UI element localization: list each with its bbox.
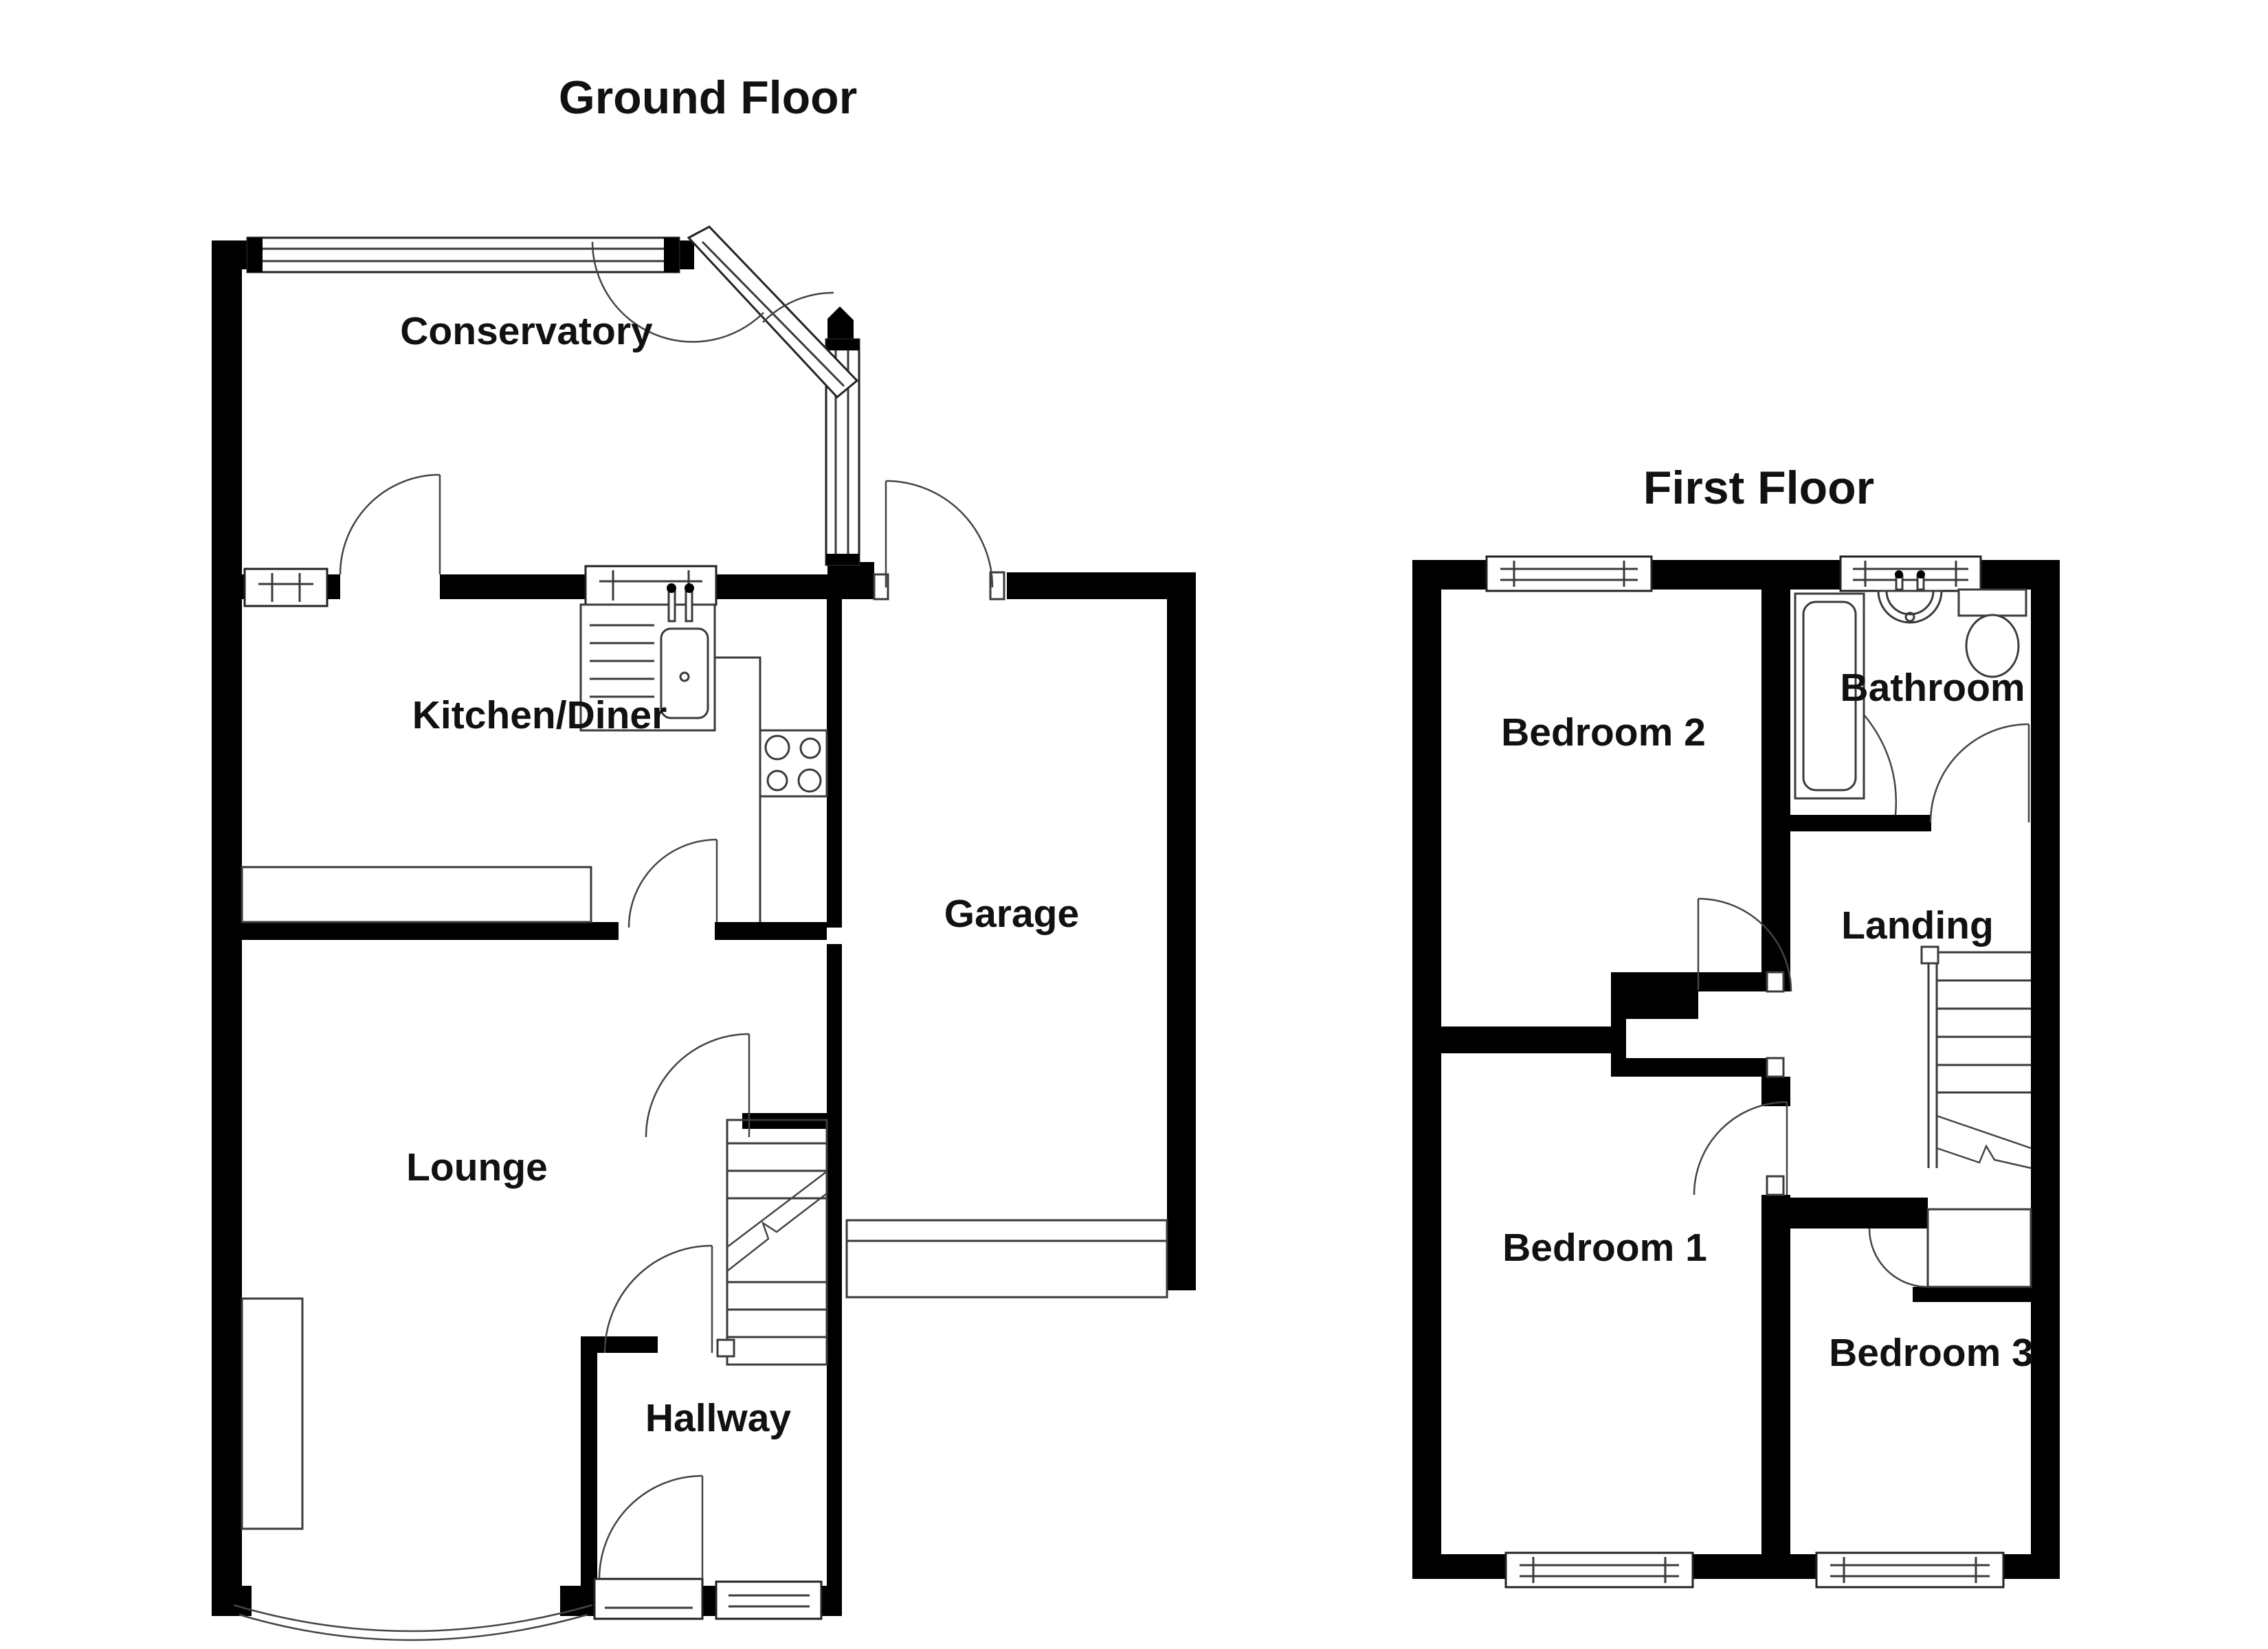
kitchen-fixtures [241,583,828,923]
ground-floor-plan: Ground Floor Conservatory Kitchen/Diner … [212,71,1196,1641]
worktop-icon [241,656,761,923]
cupboard-icon [1766,971,1785,1078]
kitchen-small-window-icon [243,568,329,607]
basin-icon [1877,570,1943,624]
first-floor-title: First Floor [1643,462,1874,514]
conservatory-top-window-icon [246,236,680,273]
garage-door-icon [845,1219,1168,1299]
room-label-bedroom2: Bedroom 2 [1501,710,1706,754]
room-label-conservatory: Conservatory [400,309,653,353]
shower-screen-icon [1863,714,1897,816]
ground-doors [339,241,1005,1620]
kitchen-sink-icon [579,583,716,732]
garage-side-door-icon [873,480,1005,601]
bedroom1-window-icon [1504,1551,1694,1589]
first-windows [1485,555,2005,1589]
room-label-bedroom1: Bedroom 1 [1502,1226,1707,1270]
room-label-bedroom3: Bedroom 3 [1829,1331,2034,1375]
bedroom2-window-icon [1485,555,1653,592]
front-door-icon [593,1474,704,1620]
bathroom-fixtures [1794,570,2027,816]
understairs-door-icon [645,1033,751,1138]
ground-staircase [716,1119,828,1366]
conservatory-kitchen-door-icon [339,473,441,575]
french-doors-icon [591,241,834,343]
bedroom3-window-icon [1815,1551,2005,1589]
kitchen-lounge-door-icon [627,838,718,928]
kitchen-sink-window-icon [584,565,718,606]
conservatory-diagonal-panel-icon [687,225,859,399]
bedroom3-door-icon [1868,1228,1929,1288]
hob-icon [759,729,828,798]
bathroom-door-icon [1929,723,2030,823]
room-label-bathroom: Bathroom [1840,666,2025,710]
room-label-kitchen-diner: Kitchen/Diner [412,693,667,737]
room-label-landing: Landing [1841,904,1994,947]
bath-icon [1794,592,1865,800]
lounge-hallway-door-icon [603,1244,713,1354]
bay-window-icon [233,1604,593,1633]
bedroom2-door-icon [1697,897,1792,992]
room-label-garage: Garage [944,892,1079,936]
lounge-fixtures [233,1297,593,1641]
ground-floor-title: Ground Floor [559,71,857,124]
bathroom-window-icon [1839,555,1982,592]
bedroom1-door-icon [1693,1101,1788,1196]
ground-windows [243,225,860,1620]
first-floor-plan: First Floor Bedroom 2 Bathroom Landing B… [1412,462,2060,1589]
hallway-front-window-icon [715,1580,823,1620]
room-label-hallway: Hallway [645,1396,792,1440]
first-doors [1693,723,2030,1288]
stairwell-recess [1926,1208,2032,1288]
first-staircase [1920,945,2032,1288]
toilet-icon [1957,588,2027,678]
chimney-breast-icon [241,1297,304,1530]
room-label-lounge: Lounge [406,1145,548,1189]
